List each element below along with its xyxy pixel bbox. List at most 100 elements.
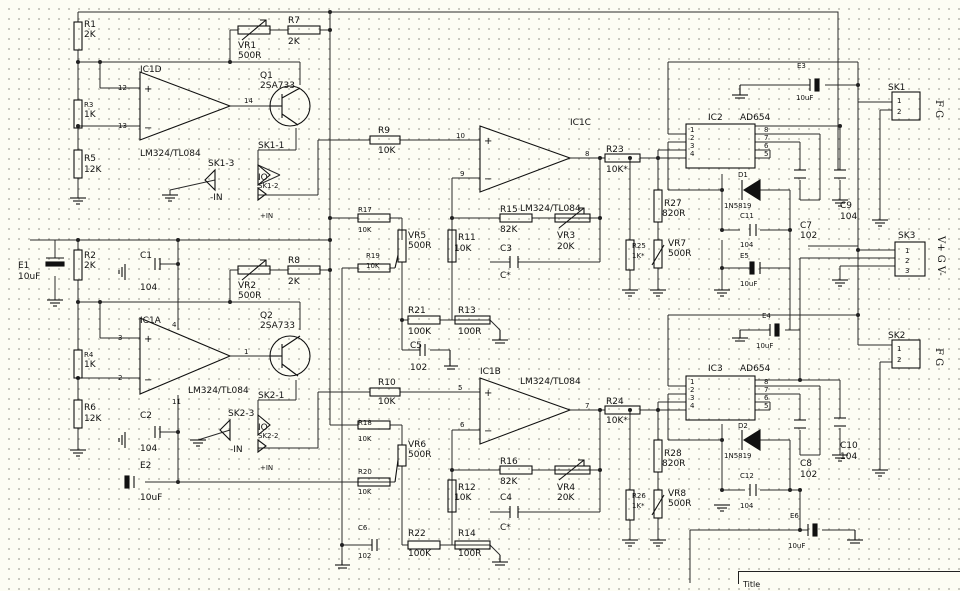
vfc-ics	[685, 123, 756, 421]
resistor-r24	[604, 405, 641, 415]
label-pin2: 2	[690, 386, 694, 394]
label-c8: C8	[800, 459, 812, 469]
label-pin1: 1	[690, 126, 694, 134]
opamp-ic1a	[139, 317, 232, 395]
label-pin2: 2	[897, 356, 901, 364]
resistors	[73, 21, 663, 550]
label-p9: 9	[460, 170, 464, 178]
label-p3: 3	[118, 334, 122, 342]
label-sk13: SK1-3	[208, 159, 234, 169]
label-sk11: SK1-1	[258, 141, 284, 151]
label-r25: R25	[632, 242, 646, 250]
potentiometer-vr4	[554, 465, 591, 475]
label-r22v: 100K	[408, 549, 432, 559]
svg-text:+: +	[484, 136, 492, 147]
label-vr6v: 500R	[408, 450, 431, 460]
title-block: Title	[738, 571, 960, 589]
label-r2v: 2K	[84, 261, 97, 271]
label-pin7: 7	[764, 386, 768, 394]
ic-ic3	[685, 375, 756, 421]
resistor-r6	[73, 399, 83, 429]
label-c11v: 104	[740, 241, 754, 249]
label-sk2: SK2	[888, 331, 905, 341]
label-r21: R21	[408, 306, 426, 316]
opamp-signs: + − + − + − + −	[144, 84, 492, 437]
label-r4v: 1K	[84, 360, 97, 370]
potentiometer-vr5	[397, 229, 407, 263]
label-ic1a: IC1A	[140, 316, 162, 326]
label-ic1dv: LM324/TL084	[140, 149, 201, 159]
label-sk3n: V+ G V-	[935, 235, 946, 276]
label-r13: R13	[458, 306, 476, 316]
component-labels: R1 2K R3 1K R5 12K R7 2K VR1 500R Q1 2SA…	[18, 16, 946, 560]
label-pin7: 7	[764, 134, 768, 142]
label-r28: R28	[664, 449, 682, 459]
resistor-r10	[369, 387, 401, 397]
label-c2v: 104	[140, 444, 157, 454]
label-d1: D1	[738, 171, 748, 179]
label-vr2: VR2	[238, 281, 256, 291]
opamp-ic1c	[479, 125, 572, 193]
diodes	[741, 179, 761, 451]
label-p5: 5	[458, 384, 462, 392]
label-pin4: 4	[690, 402, 695, 410]
label-vr5: VR5	[408, 231, 426, 241]
label-pin6: 6	[764, 394, 769, 402]
ground-symbols	[47, 85, 888, 569]
label-ic1bv: LM324/TL084	[520, 377, 581, 387]
label-r25v: 1K*	[632, 252, 645, 260]
label-pin1: 1	[690, 378, 694, 386]
connector-sk3	[894, 241, 926, 277]
label-c4v: C*	[500, 523, 511, 533]
label-c8v: 102	[800, 470, 817, 480]
resistor-r7	[287, 25, 321, 35]
label-c4: C4	[500, 493, 512, 503]
label-vr3: VR3	[557, 231, 575, 241]
label-pin1: 1	[897, 97, 901, 105]
label-pin1: 1	[897, 345, 901, 353]
label-r14: R14	[458, 529, 476, 539]
label-pin2: 2	[897, 108, 901, 116]
potentiometer-vr7	[653, 239, 663, 269]
label-e2v: 10uF	[140, 493, 162, 503]
label-r4: R4	[84, 351, 94, 359]
label-pin6: 6	[764, 142, 769, 150]
label-c12v: 104	[740, 502, 754, 510]
label-vr5v: 500R	[408, 241, 431, 251]
potentiometer-vr6	[397, 444, 407, 467]
label-r17: R17	[358, 206, 372, 214]
label-pin3: 3	[690, 142, 694, 150]
opamp-ic1b	[479, 377, 572, 445]
label-r9v: 10K	[378, 146, 396, 156]
label-sk21c: +IN	[260, 464, 273, 472]
label-c10: C10	[840, 441, 858, 451]
label-p14: 14	[244, 97, 253, 105]
label-sk13v: -IN	[210, 193, 223, 203]
diode-d1	[742, 179, 761, 201]
resistor-r20	[357, 477, 391, 487]
label-r24: R24	[606, 397, 624, 407]
label-r14v: 100R	[458, 549, 481, 559]
label-e6: E6	[790, 512, 799, 520]
title-label: Title	[743, 580, 761, 589]
label-vr2v: 500R	[238, 291, 261, 301]
label-r23v: 10K*	[606, 165, 628, 175]
connector-sk1	[891, 91, 921, 121]
label-vr4v: 20K	[557, 493, 575, 503]
label-ic2: IC2	[708, 113, 723, 123]
label-r21v: 100K	[408, 327, 432, 337]
label-r15v: 82K	[500, 225, 518, 235]
label-r18v: 10K	[358, 435, 372, 443]
label-sk3: SK3	[898, 231, 915, 241]
label-vr8: VR8	[668, 489, 686, 499]
label-e3v: 10uF	[796, 94, 813, 102]
svg-text:−: −	[144, 123, 152, 134]
label-sk1n: F G	[933, 100, 944, 118]
label-e2: E2	[140, 461, 151, 471]
label-sk1: SK1	[888, 83, 905, 93]
connector-sk2	[891, 339, 921, 369]
potentiometer-vr3	[554, 213, 591, 223]
resistor-r2	[73, 249, 83, 281]
label-r3: R3	[84, 101, 93, 109]
label-vr4: VR4	[557, 483, 575, 493]
